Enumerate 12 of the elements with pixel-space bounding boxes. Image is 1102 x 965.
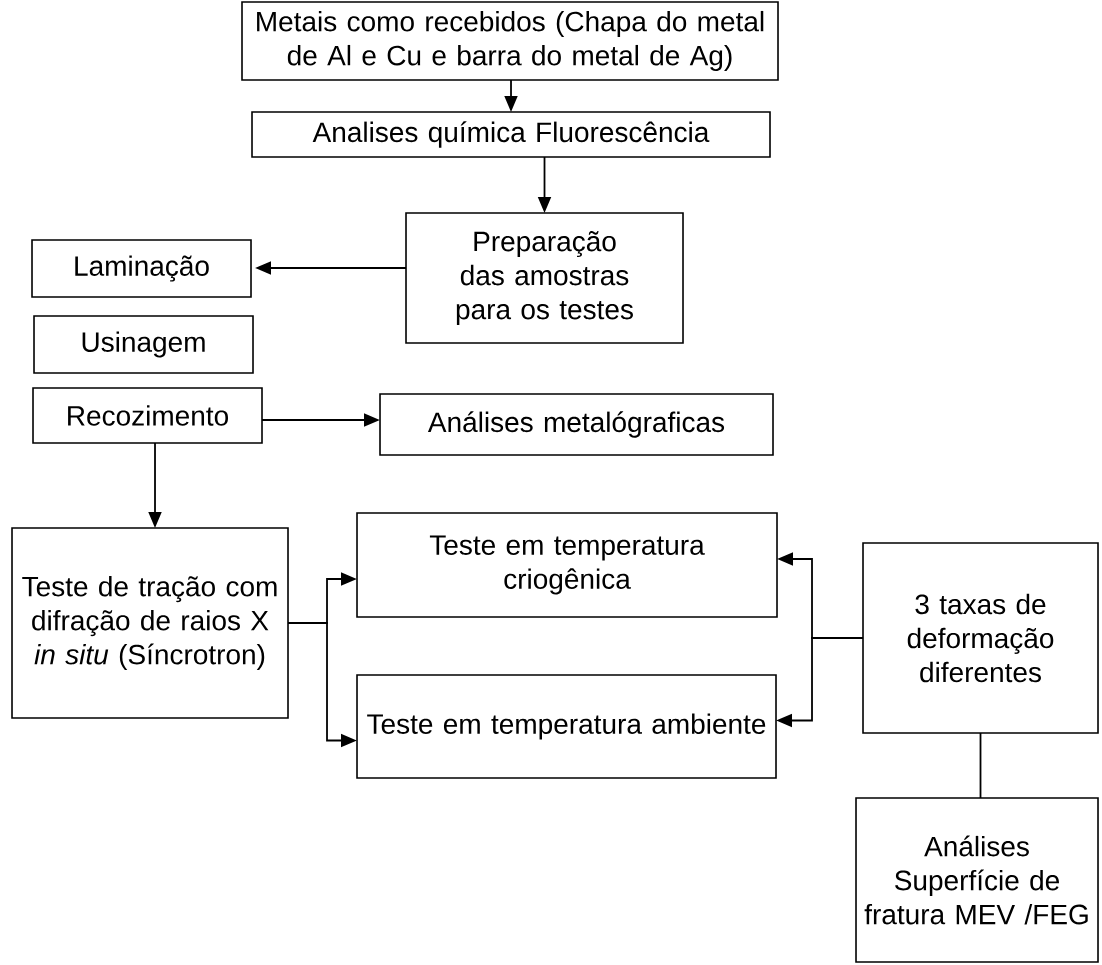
process-box: Teste de tração com difração de raios X in situ (Síncrotron) bbox=[11, 527, 289, 719]
process-box: Preparação das amostras para os testes bbox=[405, 212, 684, 344]
process-box: Análises metalógraficas bbox=[379, 393, 774, 456]
process-box: Teste em temperatura criogênica bbox=[356, 512, 778, 618]
process-box: 3 taxas de deformação diferentes bbox=[862, 542, 1099, 734]
process-box: Usinagem bbox=[33, 315, 254, 374]
process-box: Analises química Fluorescência bbox=[251, 111, 771, 158]
process-box: Recozimento bbox=[32, 387, 263, 444]
process-box: Laminação bbox=[31, 239, 252, 298]
process-box: Análises Superfície de fratura MEV /FEG bbox=[855, 797, 1099, 963]
process-box: Metais como recebidos (Chapa do metal de Al e Cu e barra do metal de Ag) bbox=[241, 1, 779, 81]
process-box: Teste em temperatura ambiente bbox=[356, 674, 777, 779]
